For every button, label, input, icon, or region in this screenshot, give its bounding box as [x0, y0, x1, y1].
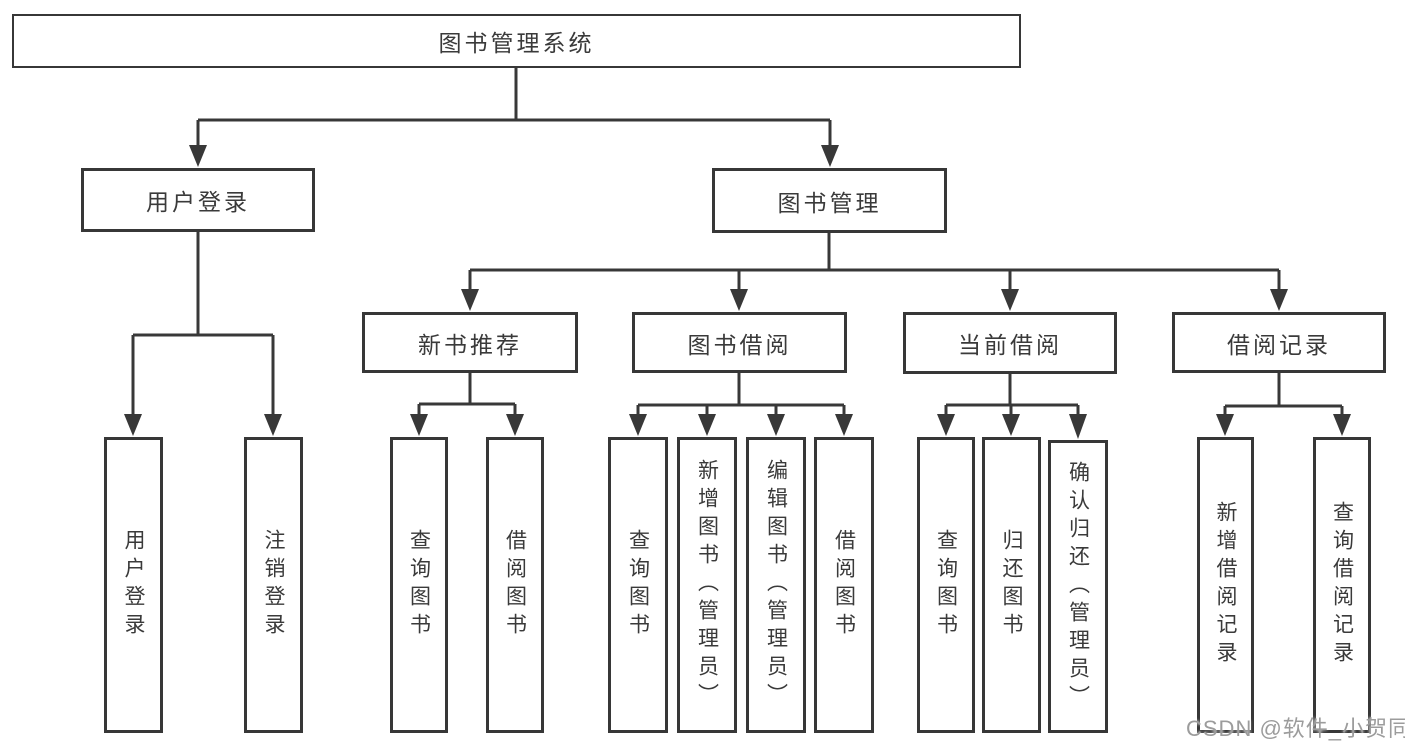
- leaf-query-books-borrow: 查询图书: [608, 437, 668, 733]
- node-borrowing-records: 借阅记录: [1172, 312, 1386, 373]
- leaf-label: 新增图书（管理员）: [695, 459, 719, 711]
- leaf-label: 用户登录: [122, 529, 145, 641]
- leaf-return-books: 归还图书: [982, 437, 1041, 733]
- leaf-logout: 注销登录: [244, 437, 303, 733]
- leaf-label: 新增借阅记录: [1214, 501, 1237, 669]
- leaf-label: 查询图书: [934, 529, 958, 641]
- node-label: 图书管理系统: [438, 30, 595, 56]
- arrowhead-icons: [124, 145, 1351, 439]
- leaf-confirm-return-admin: 确认归还（管理员）: [1048, 440, 1108, 733]
- node-new-book-recommendation: 新书推荐: [362, 312, 578, 373]
- node-label: 新书推荐: [418, 331, 522, 358]
- leaf-label: 注销登录: [262, 529, 285, 641]
- leaf-borrow-books-recommend: 借阅图书: [486, 437, 544, 733]
- leaf-user-login: 用户登录: [104, 437, 163, 733]
- leaf-label: 查询图书: [626, 529, 650, 641]
- leaf-query-borrow-record: 查询借阅记录: [1313, 437, 1371, 733]
- leaf-label: 归还图书: [1000, 529, 1023, 641]
- node-book-management: 图书管理: [712, 168, 947, 233]
- leaf-label: 编辑图书（管理员）: [764, 459, 788, 711]
- node-book-borrowing: 图书借阅: [632, 312, 847, 373]
- node-label: 用户登录: [146, 189, 250, 215]
- node-label: 当前借阅: [958, 332, 1062, 358]
- leaf-query-books-current: 查询图书: [917, 437, 975, 733]
- leaf-query-books-recommend: 查询图书: [390, 437, 448, 733]
- leaf-label: 查询借阅记录: [1330, 501, 1354, 669]
- watermark: CSDN @软件_小贺同学: [1186, 716, 1405, 741]
- node-label: 借阅记录: [1227, 331, 1331, 358]
- node-library-management-system: 图书管理系统: [12, 14, 1021, 68]
- node-label: 图书管理: [777, 189, 882, 216]
- leaf-add-borrow-record: 新增借阅记录: [1197, 437, 1254, 733]
- leaf-label: 查询图书: [407, 529, 431, 641]
- node-current-borrowing: 当前借阅: [903, 312, 1117, 374]
- leaf-edit-books-admin: 编辑图书（管理员）: [746, 437, 806, 733]
- leaf-borrow-books-borrow: 借阅图书: [814, 437, 874, 733]
- leaf-label: 借阅图书: [503, 529, 527, 641]
- leaf-add-books-admin: 新增图书（管理员）: [677, 437, 737, 733]
- node-user-login: 用户登录: [81, 168, 315, 232]
- leaf-label: 确认归还（管理员）: [1066, 460, 1090, 713]
- node-label: 图书借阅: [687, 331, 792, 358]
- leaf-label: 借阅图书: [832, 529, 856, 641]
